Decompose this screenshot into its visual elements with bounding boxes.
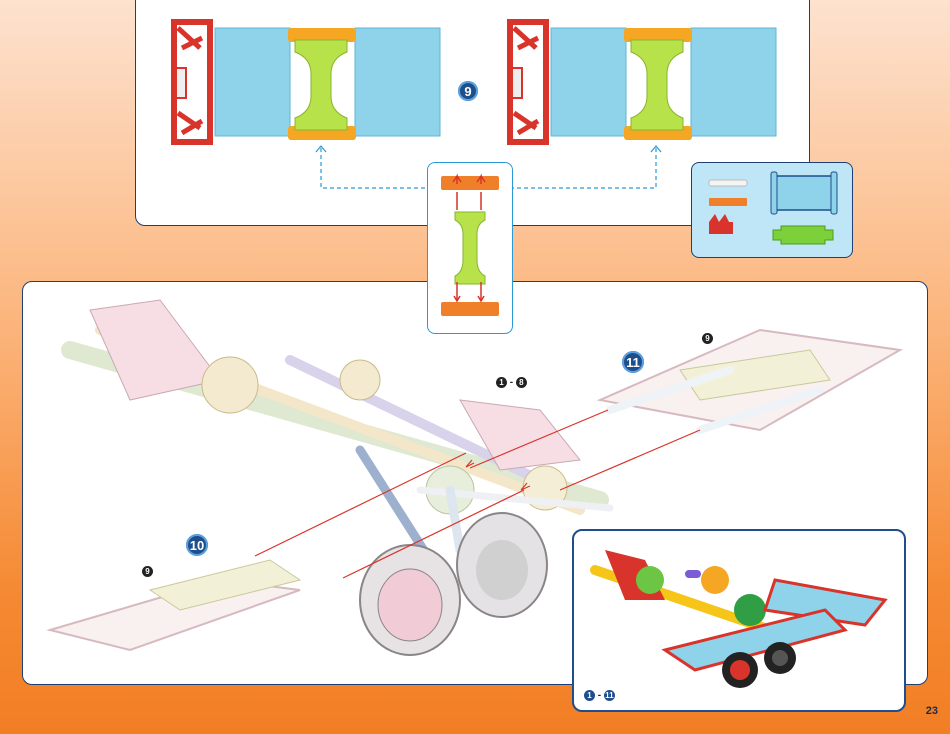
sub-assembly-ref-left: 9: [142, 566, 153, 577]
step-range-ref: 1 - 8: [496, 377, 527, 388]
step-number-badge-11: 11: [622, 351, 644, 373]
step-number-badge-10: 10: [186, 534, 208, 556]
page-number: 23: [926, 705, 938, 717]
sub-assembly-ref-right: 9: [702, 333, 713, 344]
inset-step-range-ref: 1 - 11: [584, 690, 615, 701]
completed-model-illustration: [585, 540, 895, 700]
